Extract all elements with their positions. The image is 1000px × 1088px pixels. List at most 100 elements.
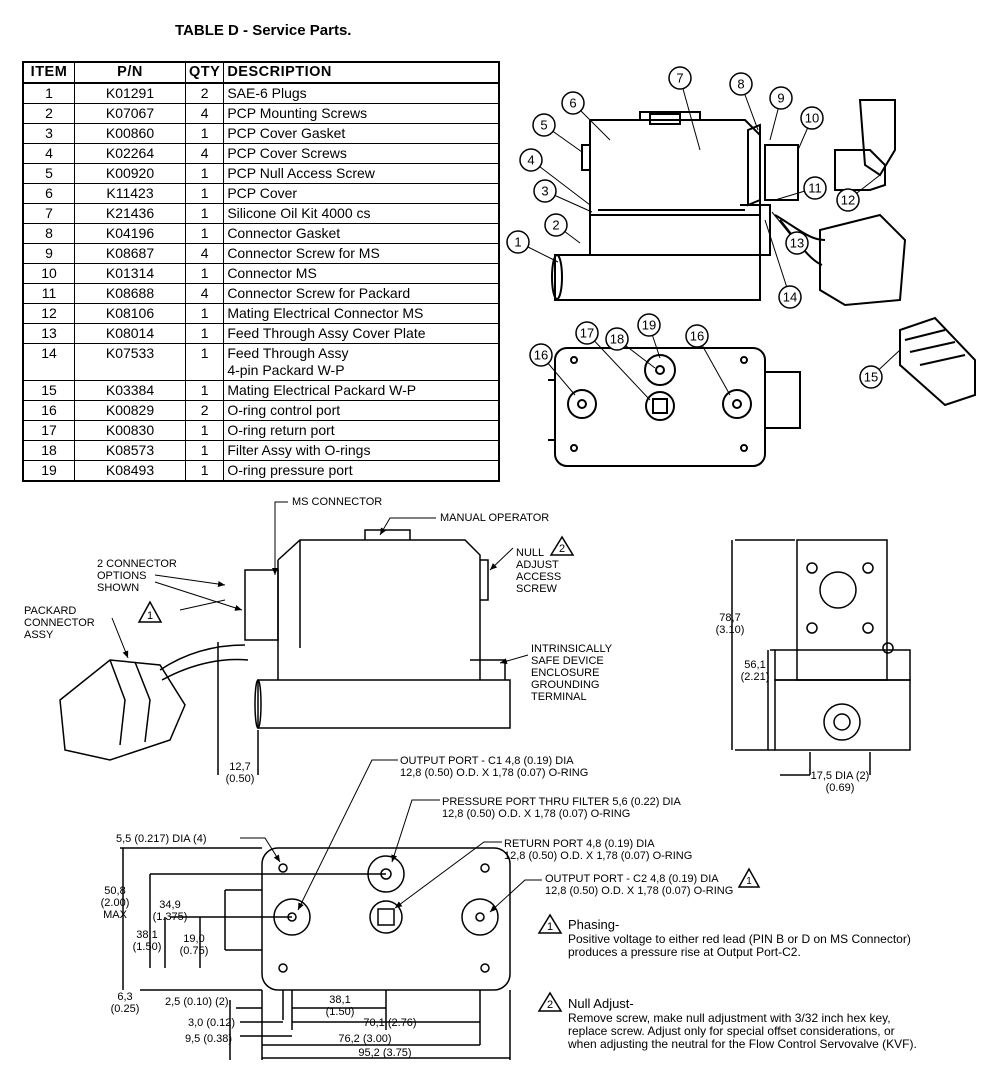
callout-number: 10 (805, 111, 819, 126)
cell-pn-text: K00860 (105, 125, 155, 141)
cell-item: 12 (22, 303, 75, 324)
cell-qty-text: 1 (200, 205, 209, 221)
callout-circle (803, 176, 827, 200)
dim-175-main: 17,5 DIA (2) (811, 770, 870, 782)
table-title: TABLE D - Service Parts. (175, 22, 352, 39)
cell-pn-text: K07533 (105, 345, 155, 361)
cell-item-text: 17 (41, 422, 57, 438)
label-return-1: RETURN PORT 4,8 (0.19) DIA (504, 838, 655, 850)
dim-30: 3,0 (0.12) (188, 1017, 235, 1029)
label-intrinsic-5: TERMINAL (531, 691, 587, 703)
cell-qty-text: 2 (200, 402, 209, 418)
callout-circle (785, 231, 809, 255)
end-view-drawing (731, 539, 911, 776)
col-header-qty: QTY (184, 61, 225, 84)
cell-pn-text: K00829 (105, 402, 155, 418)
callout-circle (575, 321, 599, 345)
cell-desc: Mating Electrical Connector MS (223, 303, 500, 324)
note2-number-side: 2 (559, 543, 565, 555)
label-connector-options-1: 2 CONNECTOR (97, 558, 177, 570)
cell-desc: PCP Mounting Screws (223, 103, 500, 124)
callout-number: 14 (783, 290, 797, 305)
cell-pn: K07533 (74, 343, 186, 381)
port-view-leaders (240, 759, 542, 913)
label-output-c1-1: OUTPUT PORT - C1 4,8 (0.19) DIA (400, 755, 574, 767)
cell-item-text: 1 (45, 85, 53, 101)
cell-item-text: 2 (45, 105, 53, 121)
cell-desc-text: Silicone Oil Kit 4000 cs (227, 205, 371, 221)
cell-pn-text: K08493 (105, 462, 155, 478)
col-header-pn: P/N (74, 61, 186, 84)
callout-balloon: 11 (774, 176, 827, 201)
callout-balloon: 15 (859, 349, 901, 389)
callout-number: 19 (642, 318, 656, 333)
cell-pn-text: K02264 (105, 145, 155, 161)
note2-triangle-side (549, 535, 575, 556)
cell-pn: K08688 (74, 283, 186, 304)
label-output-c2-1: OUTPUT PORT - C2 4,8 (0.19) DIA (545, 873, 719, 885)
cell-item: 10 (22, 263, 75, 284)
cell-item-text: 4 (45, 145, 53, 161)
cell-qty-text: 1 (200, 225, 209, 241)
dim-95: 9,5 (0.38) (185, 1033, 232, 1045)
label-manual-operator: MANUAL OPERATOR (440, 512, 549, 524)
callout-number: 7 (676, 71, 683, 86)
null-adjust-body: Remove screw, make null adjustment with … (568, 1011, 917, 1051)
cell-pn-text: K21436 (105, 205, 155, 221)
callout-number: 2 (552, 218, 559, 233)
cell-desc-text: Feed Through Assy Cover Plate (227, 325, 426, 341)
cell-desc: Feed Through Assy Cover Plate (223, 323, 500, 344)
cell-item-text: 12 (41, 305, 57, 321)
cell-pn: K08493 (74, 460, 186, 482)
cell-pn: K00829 (74, 400, 186, 421)
port-view-drawing (120, 847, 511, 1060)
dim-508-mm: 50,8 (104, 885, 125, 897)
cell-desc-text: Feed Through Assy (227, 345, 349, 361)
cell-item-text: 18 (41, 442, 57, 458)
cell-pn: K03384 (74, 380, 186, 401)
cell-desc-text: PCP Cover Screws (227, 145, 347, 161)
callout-circle (532, 113, 556, 137)
callout-number: 16 (690, 329, 704, 344)
cell-pn-text: K07067 (105, 105, 155, 121)
callout-number: 3 (541, 184, 548, 199)
callout-circle (637, 313, 661, 337)
side-view-leaders (111, 501, 529, 664)
col-header-item: ITEM (22, 61, 75, 84)
callout-balloon: 4 (519, 148, 591, 206)
label-connector-options-3: SHOWN (97, 582, 139, 594)
dim-63-in: (0.25) (111, 1003, 140, 1015)
label-packard-3: ASSY (24, 629, 54, 641)
cell-qty-text: 1 (200, 462, 209, 478)
callout-circle (769, 86, 793, 110)
dim-787-mm: 78,7 (719, 612, 740, 624)
cell-item: 18 (22, 440, 75, 461)
callout-balloon: 2 (544, 213, 581, 244)
cell-pn-text: K04196 (105, 225, 155, 241)
table-row: 7 K21436 1 Silicone Oil Kit 4000 cs (22, 203, 500, 224)
cell-item-text: 11 (41, 285, 57, 301)
cell-desc-text: O-ring return port (227, 422, 335, 438)
dim-381h-in: (1.50) (326, 1006, 355, 1018)
cell-qty-text: 1 (200, 185, 209, 201)
table-row: 2 K07067 4 PCP Mounting Screws (22, 103, 500, 124)
label-connector-options-2: OPTIONS (97, 570, 147, 582)
cell-item-text: 7 (45, 205, 53, 221)
callout-number: 11 (808, 181, 822, 196)
cell-pn-text: K08573 (105, 442, 155, 458)
cell-qty-text: 4 (200, 105, 209, 121)
label-null-2: ADJUST (516, 559, 559, 571)
callout-circle (778, 285, 802, 309)
cell-desc-text: PCP Cover Gasket (227, 125, 346, 141)
callout-balloon: 8 (729, 72, 759, 131)
cell-desc: Filter Assy with O-rings (223, 440, 500, 461)
label-pressure-2: 12,8 (0.50) O.D. X 1,78 (0.07) O-RING (442, 808, 630, 820)
callout-number: 15 (864, 370, 878, 385)
cell-desc-text: O-ring control port (227, 402, 341, 418)
